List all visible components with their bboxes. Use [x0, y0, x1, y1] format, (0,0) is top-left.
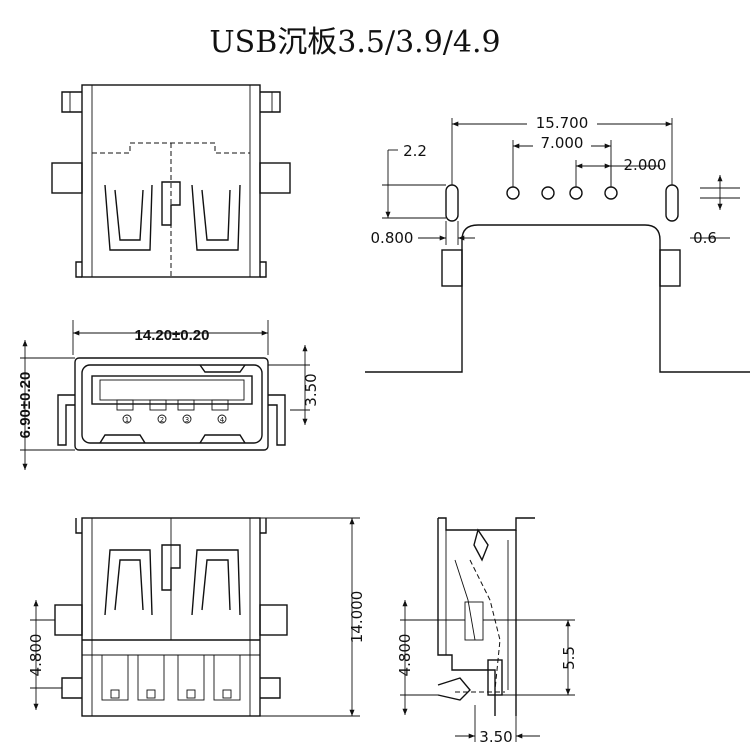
pcb-width-label: 15.700	[536, 114, 589, 132]
pin-2-label: 2	[160, 416, 164, 424]
pcb-pitch-inner-label: 2.000	[624, 156, 667, 174]
pcb-footprint: 15.700 7.000 2.000 2.2 0.800 0.6	[365, 113, 750, 373]
top-depth-label: 14.000	[348, 591, 366, 644]
front-height-label: 6.90±0.20	[17, 372, 34, 439]
pcb-pitch-outer-label: 7.000	[541, 134, 584, 152]
side-height-label: 5.5	[560, 646, 578, 670]
front-view: 14.20±0.20 1 2 3 4 6.90±0.20	[17, 320, 320, 470]
top-sink-label: 4.800	[27, 634, 45, 677]
pin-3-label: 3	[185, 416, 189, 424]
side-sink-label: 4.800	[396, 634, 414, 677]
front-offset-label: 3.50	[302, 373, 320, 406]
pin-1-label: 1	[125, 416, 129, 424]
top-view-lower: 14.000 4.800	[27, 517, 366, 717]
drawing-title: USB沉板3.5/3.9/4.9	[209, 25, 500, 60]
pcb-pad-label: 0.6	[693, 229, 717, 247]
top-view-upper	[51, 84, 291, 278]
pcb-slot-width-label: 0.800	[371, 229, 414, 247]
pin-4-label: 4	[220, 416, 225, 424]
pcb-slot-height-label: 2.2	[403, 142, 427, 160]
side-offset-label: 3.50	[479, 728, 512, 746]
side-view: 4.800 5.5 3.50	[396, 517, 578, 746]
front-width-label: 14.20±0.20	[135, 327, 210, 344]
